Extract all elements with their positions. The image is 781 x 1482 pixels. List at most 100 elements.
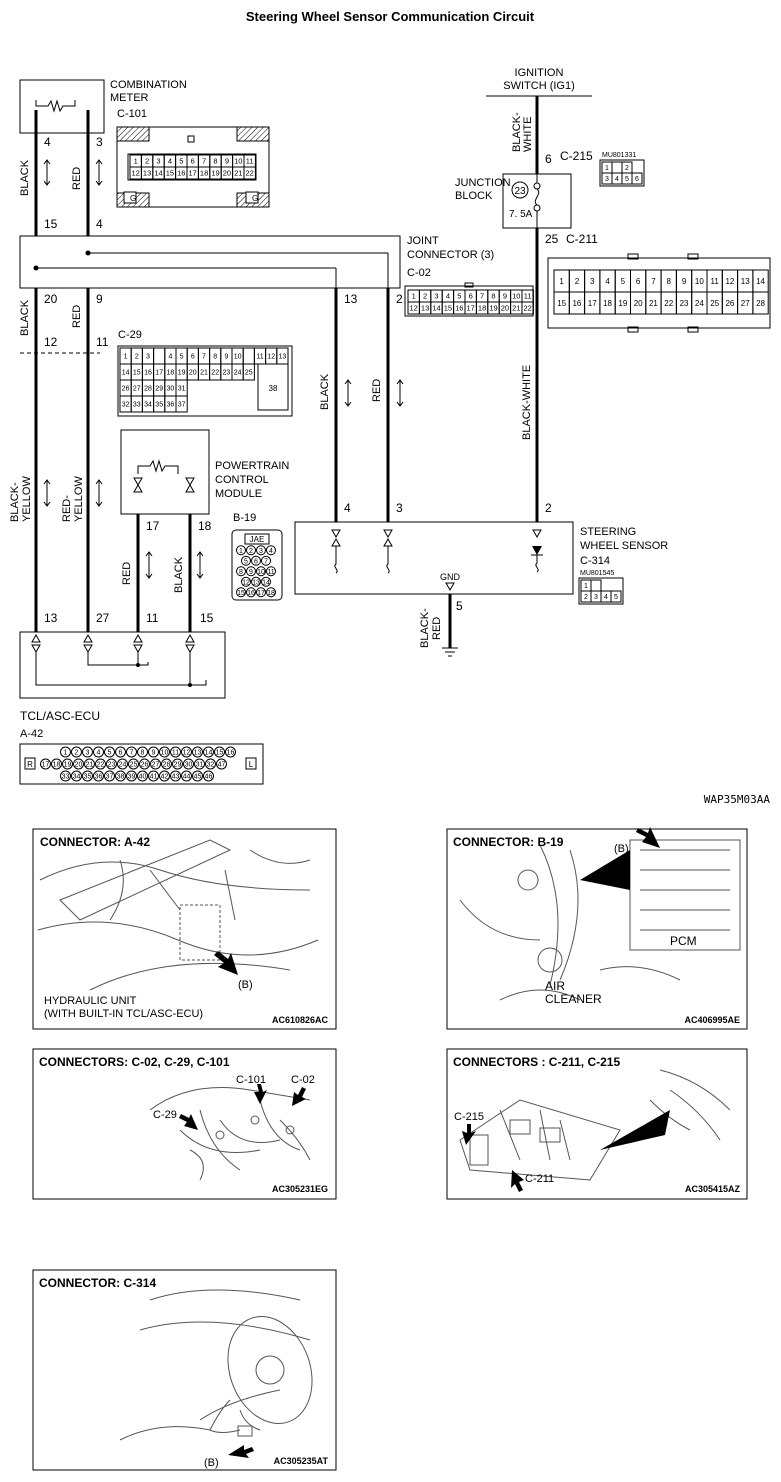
pin-number: 6 [636,277,641,286]
pin-number: 1 [605,165,609,172]
pin-number: 9 [249,569,253,576]
pin-number: 41 [150,774,158,781]
pin-m3: 3 [96,135,103,149]
double-arrow-icon [145,551,153,579]
pin-cell [71,770,82,782]
pin-cell [170,746,181,758]
pin-number: 27 [152,762,160,769]
pin-cell [242,363,255,381]
pin-number: 9 [225,157,229,166]
photo-b19: CONNECTOR: B-19 (B) PCM AIR CLEANER AC40… [446,827,748,1030]
pin-cell [40,758,51,770]
wire-label-black-yellow-2: YELLOW [21,476,33,522]
pin-number: 19 [618,299,627,308]
wire-label-red-3: RED [121,562,133,585]
junction-block-label-2: BLOCK [455,190,493,202]
pin-cell [172,758,183,770]
pin-number: 24 [234,370,242,377]
wire-label-red-1: RED [71,167,83,190]
pin-cell [126,770,137,782]
pin-number: 8 [491,292,495,301]
photo-c314-title: CONNECTOR: C-314 [39,1276,156,1290]
pin-number: 2 [423,292,427,301]
pin-number: 22 [211,370,219,377]
photo-b19-callout: (B) [614,843,629,855]
ignition-label-2: SWITCH (IG1) [503,80,575,92]
pin-t13: 13 [44,611,58,625]
pin-number: 5 [621,277,626,286]
pin-number: 38 [117,774,125,781]
pin-number: 38 [269,384,278,393]
pin-number: 3 [434,292,438,301]
wire-label-red-2: RED [71,305,83,328]
double-arrow-icon [396,379,404,407]
pin-number: 13 [194,750,202,757]
pin-number: 15 [133,370,141,377]
tcl-label: TCL/ASC-ECU [20,709,100,723]
pin-number: 22 [524,304,532,313]
wire-label-red-4: RED [371,379,383,402]
pin-number: 8 [213,157,217,166]
pin-cell [60,746,71,758]
pin-cell [137,746,148,758]
pin-number: 4 [605,277,610,286]
pin-number: 20 [634,299,643,308]
pin-m4: 4 [44,135,51,149]
pin-cell [216,758,227,770]
pin-j4: 4 [96,217,103,231]
pin-number: 11 [256,354,263,361]
pin-number: 16 [572,299,581,308]
pin-number: 8 [213,354,217,361]
pin-number: 5 [614,594,618,601]
pin-cell [610,590,622,603]
pin-number: 3 [156,157,160,166]
pin-jb6: 6 [545,152,552,166]
double-arrow-icon [95,479,103,507]
pin-number: 19 [211,169,219,178]
pin-cell [82,770,93,782]
pin-number: 16 [455,304,463,313]
pin-number: 25 [710,299,719,308]
pin-p17: 17 [146,519,160,533]
steering-wheel-sensor-box [294,521,574,595]
pin-jb25: 25 [545,232,559,246]
pin-number: 44 [183,774,191,781]
pin-number: 18 [200,169,208,178]
pin-number: 7 [651,277,656,286]
combination-meter-label-1: COMBINATION [110,79,187,91]
pin-number: 31 [196,762,204,769]
wire-label-bw-3: BLACK-WHITE [521,365,533,440]
pin-s3: 3 [396,501,403,515]
pin-cell [170,770,181,782]
photo-c02-c29: C-29 [153,1109,177,1121]
wire-label-bw-2: WHITE [522,117,534,152]
pin-number: 4 [168,157,172,166]
pin-cell [139,758,150,770]
pin-number: 18 [478,304,486,313]
c02-label: C-02 [407,267,431,279]
pin-number: 36 [95,774,103,781]
pin-number: 3 [605,176,609,183]
photo-a42-code: AC610826AC [272,1015,329,1025]
pin-number: 5 [108,750,112,757]
pin-cell [236,587,246,598]
photo-c211-c211: C-211 [525,1173,554,1185]
pin-number: 22 [246,169,254,178]
pin-number: 15 [216,750,224,757]
pin-number: 13 [279,354,287,361]
pin-number: 16 [144,370,152,377]
pin-jc2: 2 [396,292,403,306]
pin-number: 3 [146,354,150,361]
pin-cell [194,758,205,770]
pin-number: 11 [710,277,719,286]
pcm-label-1: POWERTRAIN [215,460,289,472]
pcm-label-2: CONTROL [215,474,269,486]
pin-number: 9 [152,750,156,757]
combination-meter-box [19,79,105,134]
terminal-icon [133,477,143,493]
pin-number: 10 [161,750,169,757]
pin-number: 10 [512,292,520,301]
